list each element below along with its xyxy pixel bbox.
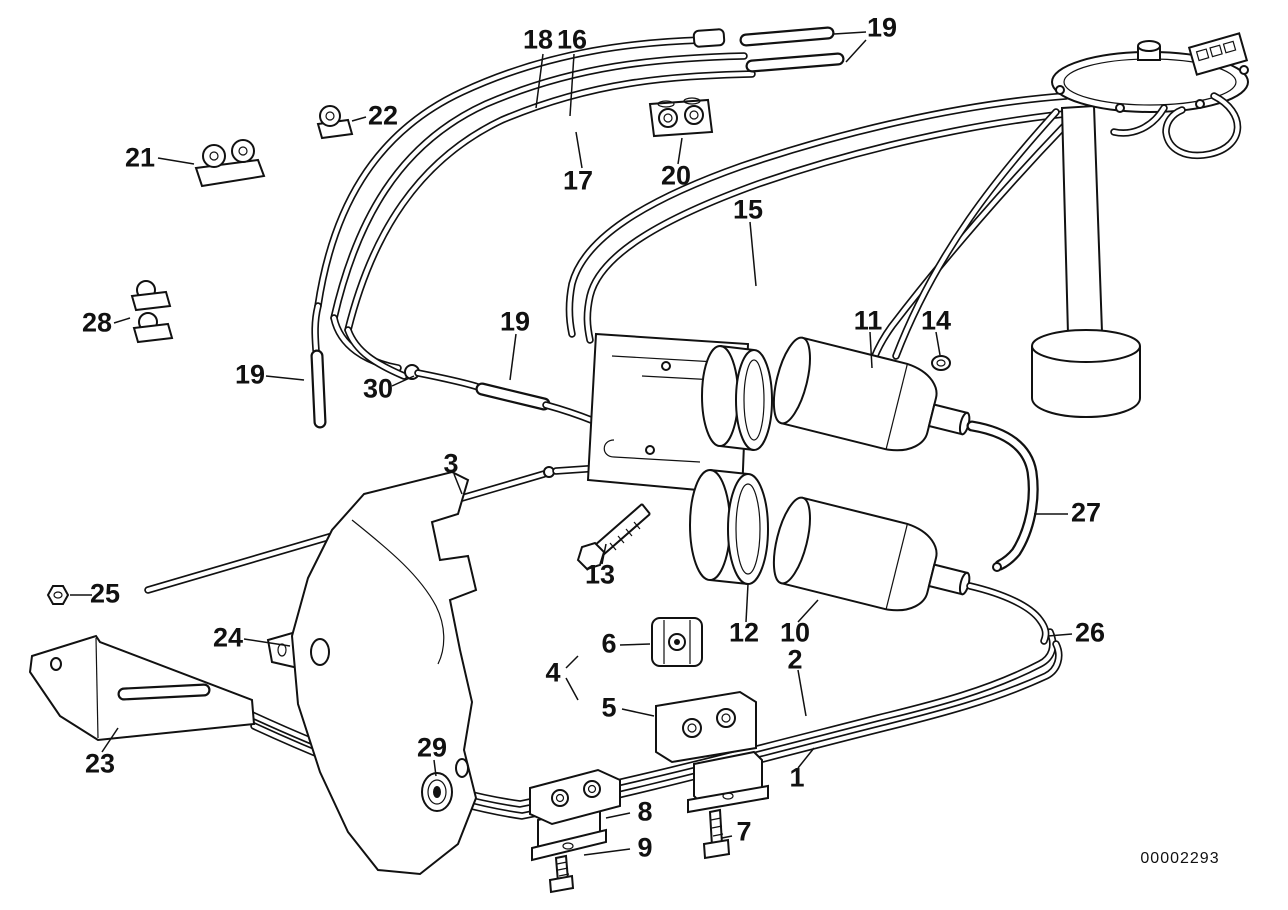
hose-clips-28 [130, 280, 174, 344]
callout-2: 2 [787, 644, 803, 675]
callout-19-top-right: 19 [866, 12, 898, 43]
fuel-pipes-from-tank [565, 92, 1088, 362]
callout-27: 27 [1070, 497, 1102, 528]
pipe-clamp-center [651, 617, 769, 860]
hex-nut [46, 585, 70, 605]
callout-4: 4 [545, 657, 561, 688]
callout-14: 14 [920, 305, 952, 336]
fuel-pump-sender-unit [1031, 32, 1249, 419]
callout-25: 25 [89, 578, 121, 609]
callout-8: 8 [637, 796, 653, 827]
callout-22: 22 [367, 100, 399, 131]
support-bracket-lower [28, 634, 256, 742]
callout-19-middle: 19 [499, 306, 531, 337]
callout-24: 24 [212, 622, 244, 653]
callout-19-left: 19 [234, 359, 266, 390]
fuel-tubes-top [310, 26, 845, 451]
callout-23: 23 [84, 748, 116, 779]
callout-6: 6 [601, 628, 617, 659]
filter-outlet-hose-27 [966, 420, 1039, 572]
callout-20: 20 [660, 160, 692, 191]
tube-holder-20 [648, 97, 714, 138]
callout-13: 13 [584, 559, 616, 590]
callout-30: 30 [362, 373, 394, 404]
callout-28: 28 [81, 307, 113, 338]
filter-collar-upper [701, 345, 773, 451]
callout-18: 18 [522, 24, 554, 55]
callout-1: 1 [789, 762, 805, 793]
callout-12: 12 [728, 617, 760, 648]
callout-leader-lines [70, 31, 1073, 856]
filter-collar-lower [689, 469, 769, 585]
callout-21: 21 [124, 142, 156, 173]
hose-clip-21 [194, 139, 266, 188]
callout-16: 16 [556, 24, 588, 55]
washer [931, 355, 951, 371]
callout-29: 29 [416, 732, 448, 763]
document-number: 00002293 [1140, 850, 1220, 867]
callout-15: 15 [732, 194, 764, 225]
filter-outlet-pipe-26 [966, 582, 1050, 645]
electrical-connector [1187, 32, 1249, 76]
callout-7: 7 [736, 816, 752, 847]
mounting-bracket-main [266, 470, 478, 876]
callout-5: 5 [601, 692, 617, 723]
hose-clip-22 [316, 105, 354, 140]
callout-11: 11 [853, 305, 883, 336]
callout-26: 26 [1074, 617, 1106, 648]
callout-9: 9 [637, 832, 653, 863]
callout-17: 17 [562, 165, 594, 196]
mounting-bolt [576, 503, 651, 571]
callout-3: 3 [443, 448, 459, 479]
callout-10: 10 [779, 617, 811, 648]
fuel-filter-upper [772, 336, 971, 452]
pipe-clamp-left [529, 768, 621, 894]
fuel-filter-lower [772, 496, 971, 612]
